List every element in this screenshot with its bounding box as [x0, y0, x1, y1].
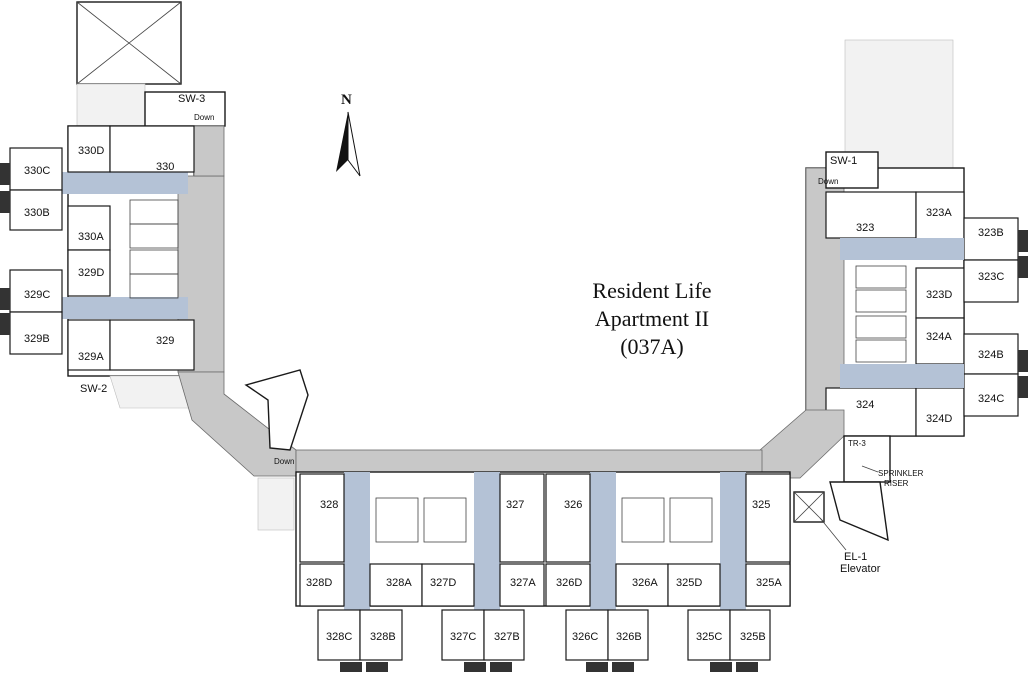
room-328B: 328B [370, 631, 396, 643]
room-328: 328 [320, 499, 338, 511]
room-330: 330 [156, 161, 174, 173]
stair-tr3: TR-3 [848, 439, 866, 448]
room-330C: 330C [24, 165, 50, 177]
room-328D: 328D [306, 577, 332, 589]
building-title-line2: Apartment II [595, 306, 709, 331]
room-324A: 324A [926, 331, 952, 343]
room-330B: 330B [24, 207, 50, 219]
room-327D: 327D [430, 577, 456, 589]
room-326C: 326C [572, 631, 598, 643]
room-328C: 328C [326, 631, 352, 643]
down-label-sw: Down [274, 457, 294, 466]
room-329B: 329B [24, 333, 50, 345]
room-323B: 323B [978, 227, 1004, 239]
room-323D: 323D [926, 289, 952, 301]
room-328A: 328A [386, 577, 412, 589]
room-323: 323 [856, 222, 874, 234]
north-arrow: N [336, 92, 361, 177]
room-323A: 323A [926, 207, 952, 219]
west-wing [0, 91, 226, 409]
building-title-line1: Resident Life [592, 278, 711, 303]
stair-sw3: SW-3 [178, 93, 205, 105]
elevator-label: Elevator [840, 563, 881, 575]
room-325A: 325A [756, 577, 782, 589]
sprinkler-label-1: SPRINKLER [878, 469, 924, 478]
room-326: 326 [564, 499, 582, 511]
room-325: 325 [752, 499, 770, 511]
room-329D: 329D [78, 267, 104, 279]
room-325D: 325D [676, 577, 702, 589]
sprinkler-label-2: RISER [884, 479, 909, 488]
room-327C: 327C [450, 631, 476, 643]
room-330D: 330D [78, 145, 104, 157]
room-329: 329 [156, 335, 174, 347]
elevator-id: EL-1 [844, 551, 867, 563]
room-325B: 325B [740, 631, 766, 643]
room-324C: 324C [978, 393, 1004, 405]
room-324B: 324B [978, 349, 1004, 361]
se-corner [759, 409, 891, 542]
room-323C: 323C [978, 271, 1004, 283]
room-325C: 325C [696, 631, 722, 643]
south-wing [295, 449, 791, 672]
nw-terrace [76, 1, 182, 127]
room-326A: 326A [632, 577, 658, 589]
room-327A: 327A [510, 577, 536, 589]
north-label: N [341, 92, 352, 108]
stair-sw1: SW-1 [830, 155, 857, 167]
building-title-line3: (037A) [620, 334, 684, 359]
room-327B: 327B [494, 631, 520, 643]
room-324D: 324D [926, 413, 952, 425]
room-329A: 329A [78, 351, 104, 363]
down-label-sw1: Down [818, 177, 838, 186]
down-label-sw3: Down [194, 113, 214, 122]
sw-corner [177, 369, 309, 531]
room-329C: 329C [24, 289, 50, 301]
room-327: 327 [506, 499, 524, 511]
room-330A: 330A [78, 231, 104, 243]
room-326D: 326D [556, 577, 582, 589]
room-326B: 326B [616, 631, 642, 643]
stair-sw2: SW-2 [80, 383, 107, 395]
room-324: 324 [856, 399, 874, 411]
